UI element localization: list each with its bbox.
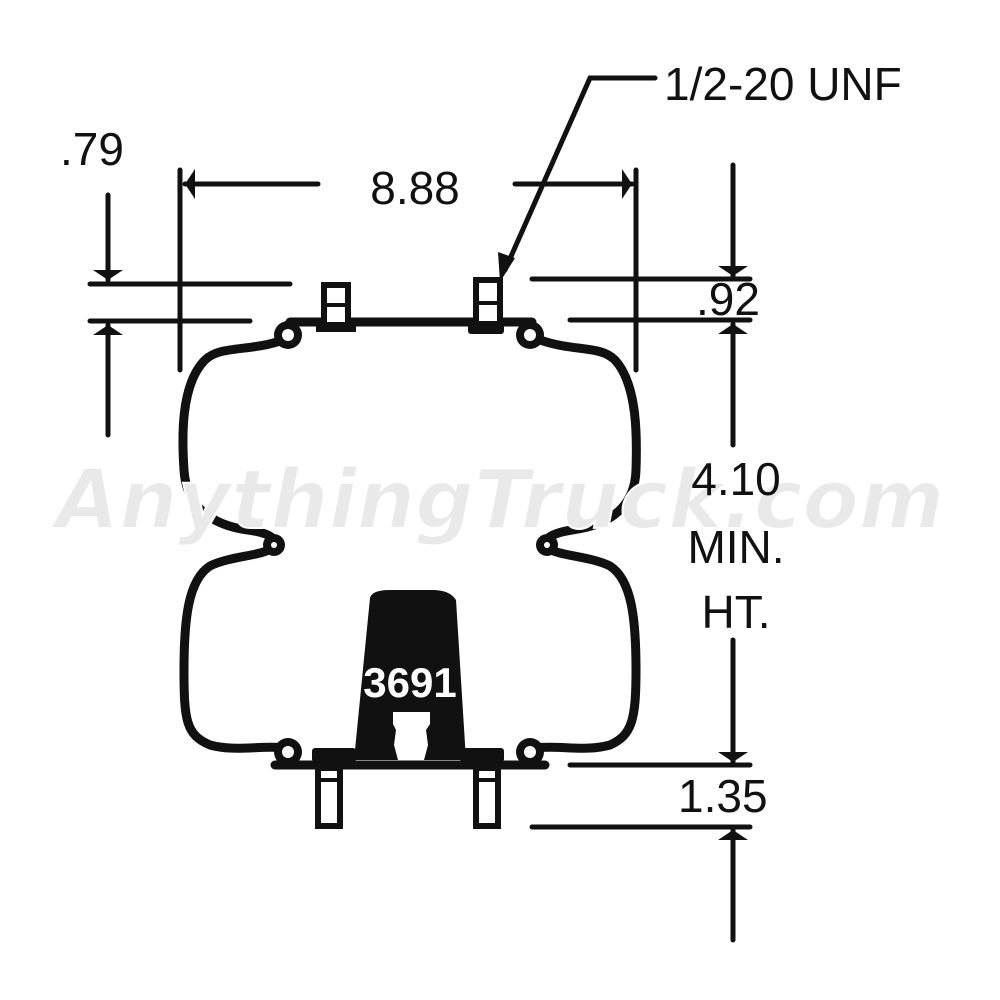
top-stud-left [316,282,356,332]
dim-stud-length: 1.35 [678,770,768,822]
dim-top-offset: .79 [60,123,124,175]
bottom-stud-right [460,748,504,829]
dim-plate-thickness: .92 [696,273,760,325]
dimension-lines [87,75,753,943]
top-stud-right [468,277,504,334]
dim-min-height-line1: MIN. [687,521,784,573]
part-number-label: 3691 [363,659,456,706]
dim-min-height-line2: HT. [702,586,771,638]
watermark: AnythingTruck.com [50,453,944,548]
dim-stud-spacing: 8.88 [370,162,460,214]
dim-min-height: 4.10 [691,453,781,505]
bottom-stud-left [312,748,356,829]
thread-callout: 1/2-20 UNF [664,58,902,110]
bumper: 3691 [354,590,466,760]
